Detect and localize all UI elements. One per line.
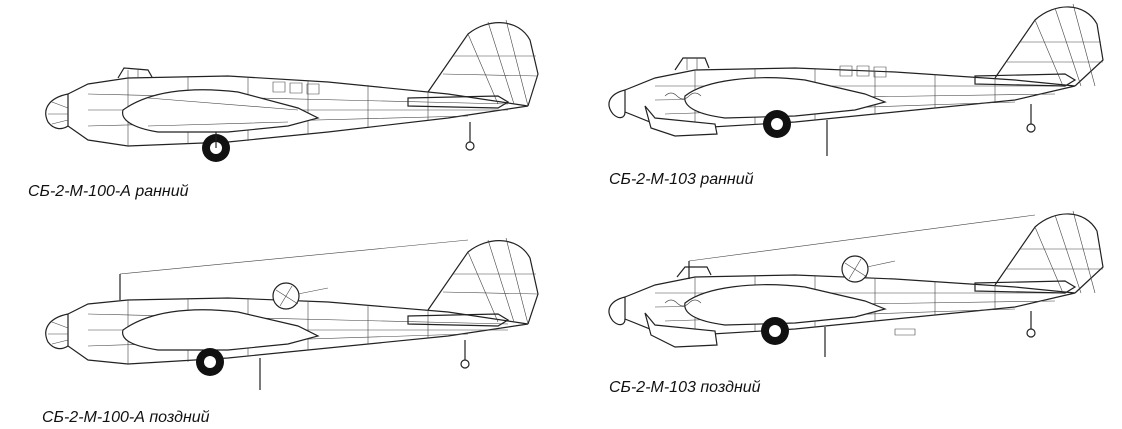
- aircraft-drawing-m103-late: [608, 210, 1104, 357]
- figure-caption: СБ-2-М-103 ранний: [609, 171, 754, 188]
- aircraft-figure-m103-late: СБ-2-М-103 поздний: [595, 205, 1115, 405]
- aircraft-figure-m100a-late: СБ-2-М-100-А поздний: [28, 234, 548, 429]
- aircraft-drawing-m100a-late: [45, 237, 539, 390]
- aircraft-figure-m103-early: СБ-2-М-103 ранний: [595, 0, 1115, 195]
- figure-caption: СБ-2-М-100-А ранний: [28, 183, 189, 200]
- aircraft-figure-m100a-early: СБ-2-М-100-А ранний: [28, 14, 548, 204]
- figure-caption: СБ-2-М-100-А поздний: [42, 409, 210, 426]
- aircraft-drawing-m103-early: [608, 3, 1104, 156]
- aircraft-drawing-m100a-early: [45, 19, 539, 162]
- figure-caption: СБ-2-М-103 поздний: [609, 379, 761, 396]
